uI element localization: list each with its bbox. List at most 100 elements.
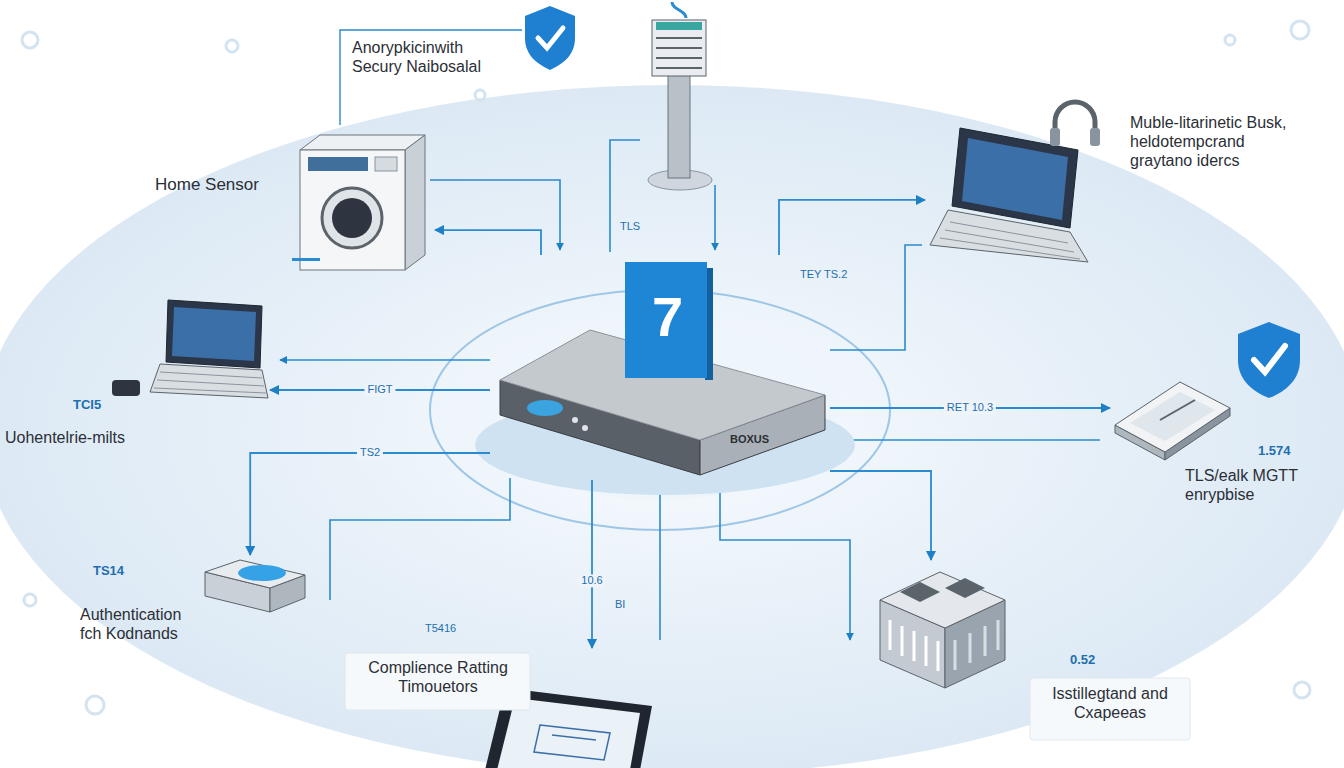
- tablet-illustration: [1115, 382, 1230, 460]
- building-illustration: [955, 620, 998, 670]
- laptop-illustration: [940, 222, 1080, 259]
- building-illustration: [945, 578, 985, 598]
- device-label: Authentication fch Kodnands: [80, 605, 205, 643]
- laptop-illustration: [172, 307, 256, 361]
- washer-illustration: [292, 135, 425, 270]
- network-wire: [720, 482, 850, 640]
- network-wire: [830, 245, 922, 350]
- network-wire: [610, 140, 640, 252]
- washer-illustration: [300, 135, 425, 150]
- laptop-illustration: [150, 364, 268, 398]
- laptop-illustration: [962, 138, 1068, 220]
- callout-panel: [1030, 678, 1190, 740]
- washer-illustration: [405, 135, 425, 270]
- connector-label: RET 10.3: [944, 401, 996, 414]
- callout-label: Anorypkicinwith Secury Naibosalal: [352, 38, 512, 76]
- protocol-label: TLS: [620, 220, 640, 233]
- callout-panel: [345, 653, 530, 710]
- security-shield: [525, 6, 575, 70]
- device-node: TCI5Uohentelrie-milts: [5, 295, 270, 455]
- building-illustration: [880, 572, 1005, 688]
- bubble-dots: [1291, 21, 1309, 39]
- connector-arrow: [779, 200, 925, 255]
- laptop-illustration: [952, 128, 1078, 228]
- washer-illustration: [308, 157, 368, 171]
- bubble-dots: [86, 696, 104, 714]
- network-wire: [280, 359, 490, 361]
- security-shield: [1238, 322, 1300, 398]
- connector-arrow: [250, 453, 490, 555]
- hub-illustration: [582, 425, 588, 431]
- connector-label: TS2: [357, 446, 383, 459]
- laptop-illustration: [930, 128, 1088, 262]
- antenna-tower: [648, 2, 712, 190]
- device-label: Isstillegtand and Cxapeeas: [1050, 684, 1170, 722]
- device-node: Muble-litarinetic Busk, heldotempcrand g…: [925, 85, 1335, 275]
- bubble-dots: [1225, 35, 1235, 45]
- antenna-tower: [656, 22, 702, 30]
- hub-illustration: [475, 262, 855, 495]
- building-illustration: [900, 582, 940, 602]
- washer-illustration: [292, 258, 320, 261]
- headset-icon: [1055, 102, 1095, 140]
- bubble-dots: [1294, 682, 1310, 698]
- security-shield: [525, 6, 575, 70]
- device-label: Home Sensor: [155, 175, 285, 195]
- headset-icon: [1090, 128, 1100, 146]
- protocol-label: T5416: [425, 622, 456, 635]
- phone-illustration: [534, 725, 610, 760]
- laptop-illustration: [112, 300, 268, 398]
- device-node: TS14Authentication fch Kodnands: [75, 555, 315, 660]
- device-node: Home Sensor: [150, 130, 435, 280]
- headset-icon: [1050, 128, 1060, 146]
- building-illustration: [890, 620, 938, 671]
- network-wire: [659, 482, 661, 640]
- laptop-illustration: [166, 300, 262, 368]
- device-node: 1.574TLS/ealk MGTT enrypbise: [1110, 318, 1335, 518]
- connector-label: 10.6: [578, 574, 605, 587]
- callout-number: TCI5: [73, 397, 123, 413]
- laptop-illustration: [112, 380, 140, 396]
- sensor-illustration: [205, 560, 305, 612]
- tablet-illustration: [1115, 382, 1230, 452]
- connector-arrow: [435, 230, 541, 255]
- washer-illustration: [322, 188, 382, 248]
- bubble-dots: [24, 594, 36, 606]
- washer-illustration: [332, 198, 372, 238]
- sensor-illustration: [238, 565, 286, 581]
- bubble-dots: [22, 21, 1310, 714]
- hub-illustration: [572, 417, 578, 423]
- security-shield: [1238, 322, 1300, 398]
- antenna-tower: [668, 74, 690, 178]
- device-brand: BOXUS: [730, 433, 780, 446]
- network-wire: [330, 478, 510, 600]
- callout-number: 0.52: [1070, 652, 1120, 668]
- device-label: TLS/ealk MGTT enrypbise: [1185, 466, 1330, 504]
- bubble-dots: [226, 40, 238, 52]
- tablet-illustration: [1160, 400, 1195, 420]
- antenna-tower: [652, 20, 706, 76]
- device-label: Complience Ratting Timouetors: [348, 658, 528, 696]
- washer-illustration: [375, 157, 397, 171]
- device-node: 0.52Isstillegtand and Cxapeeas: [865, 560, 1195, 745]
- connector-arrow: [591, 480, 593, 648]
- badge-number: 7: [625, 283, 710, 350]
- washer-illustration: [300, 150, 405, 270]
- device-label: Uohentelrie-milts: [5, 428, 155, 447]
- callout-number: 1.574: [1258, 443, 1318, 459]
- bubble-dots: [475, 90, 485, 100]
- hub-router: 7BOXUS: [490, 255, 830, 480]
- tablet-illustration: [1130, 392, 1215, 441]
- connector-arrow: [830, 471, 931, 560]
- security-shield: [538, 28, 563, 48]
- headset-icon: [1050, 102, 1100, 146]
- network-wire: [830, 439, 1100, 441]
- security-shield: [1254, 346, 1285, 372]
- callout-number: TS14: [93, 563, 143, 579]
- building-illustration: [880, 572, 1005, 628]
- antenna-tower: [656, 38, 702, 68]
- antenna-tower: [672, 2, 686, 18]
- bubble-dots: [22, 32, 38, 48]
- ground-ellipse: [0, 85, 1344, 768]
